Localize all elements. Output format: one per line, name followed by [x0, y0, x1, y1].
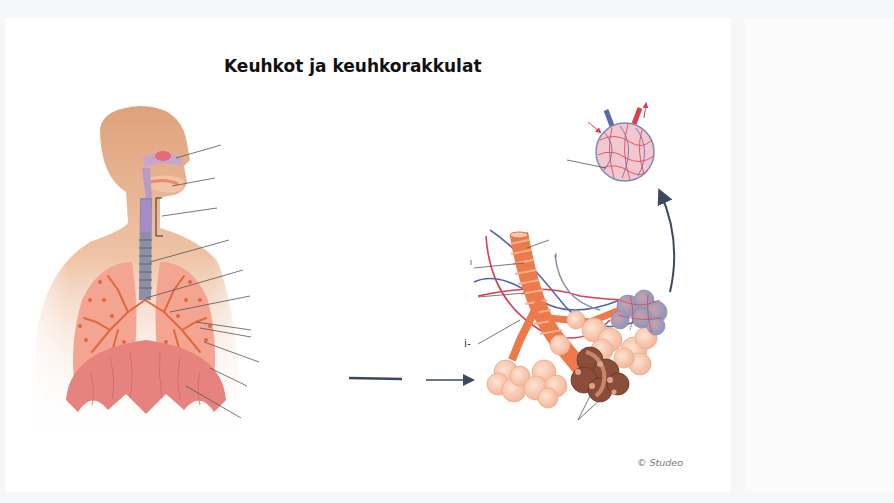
diagram-title: Keuhkot ja keuhkorakkulat	[224, 56, 482, 76]
part-label: i-	[464, 337, 471, 350]
side-panel	[745, 18, 894, 492]
copyright-note: © Studeo	[637, 457, 683, 468]
